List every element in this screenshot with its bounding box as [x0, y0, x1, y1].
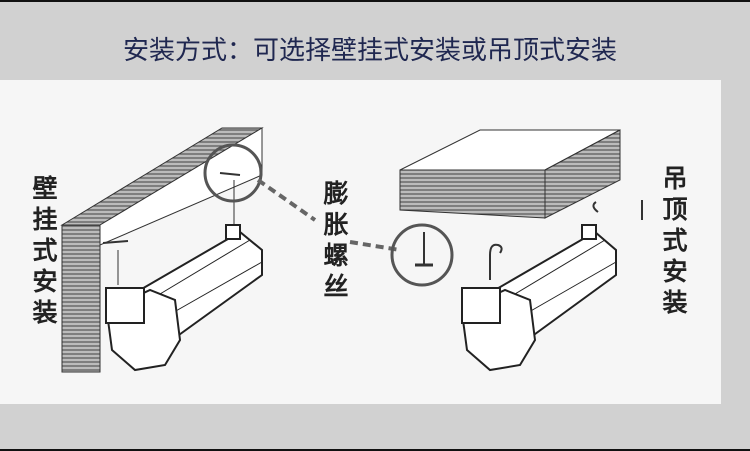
light-fixture-ceiling [461, 224, 617, 372]
diagram-panel: 壁挂式安装 膨胀螺丝 吊顶式安装 [0, 80, 721, 404]
ceiling-screw-icon [489, 200, 643, 280]
magnify-circle [390, 223, 454, 287]
installation-diagram [60, 127, 643, 373]
wall-mount-label: 壁挂式安装 [29, 175, 58, 330]
expansion-screw-label: 膨胀螺丝 [320, 180, 349, 304]
wall [60, 127, 264, 373]
ceiling-mount-label: 吊顶式安装 [659, 165, 688, 320]
light-fixture-wall [105, 224, 263, 372]
leader-line [256, 178, 317, 222]
ceiling-slab [399, 129, 621, 219]
top-border [0, 0, 750, 2]
wall-screw-icon [102, 172, 241, 285]
magnify-circle [203, 143, 263, 203]
bottom-border [0, 449, 750, 451]
expansion-screw-icon [415, 232, 433, 267]
page-title: 安装方式：可选择壁挂式安装或吊顶式安装 [122, 36, 617, 66]
